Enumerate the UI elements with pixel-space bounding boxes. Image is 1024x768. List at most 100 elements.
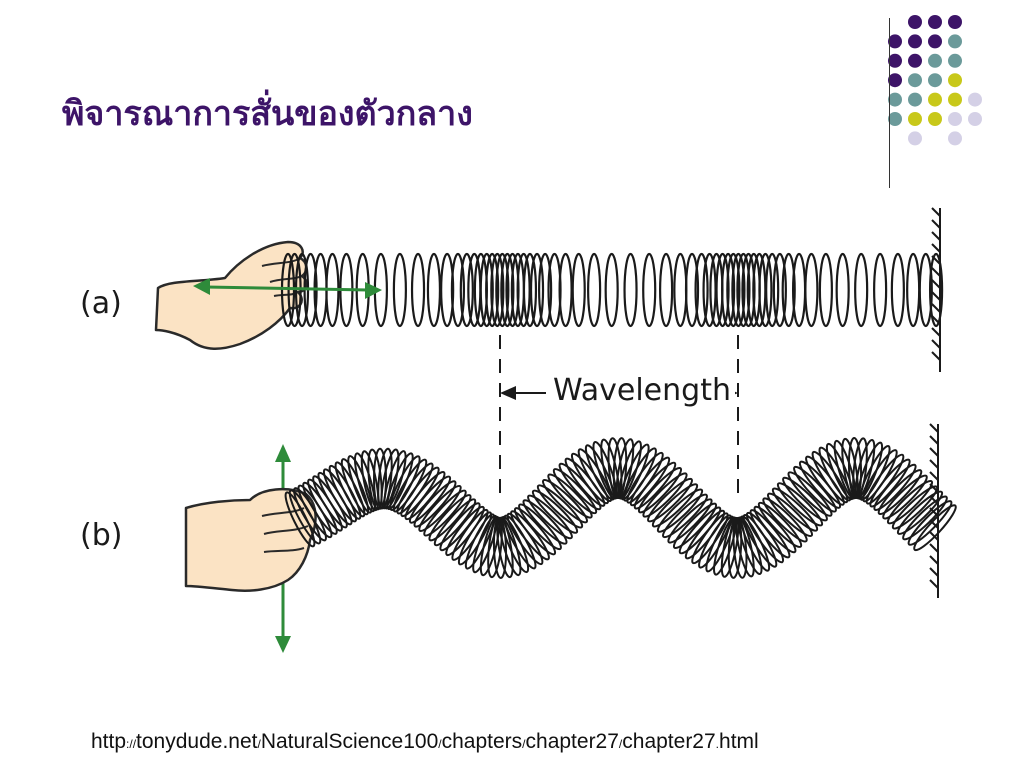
decorative-dot [928, 15, 942, 29]
url-part: chapter27 [525, 730, 619, 753]
spring-coil-icon [284, 437, 957, 579]
coil-loop [835, 252, 850, 328]
coil-loop [705, 515, 735, 573]
coil-loop [757, 501, 803, 548]
wall-icon [931, 207, 941, 372]
decorative-dot [948, 73, 962, 88]
decorative-dot [948, 15, 962, 29]
spring-wave-figure [154, 207, 957, 653]
source-url: http://tonydude.net/NaturalScience100/ch… [91, 728, 759, 758]
coil-loop [782, 476, 828, 522]
coil-loop [340, 458, 370, 516]
decorative-dot [928, 73, 942, 88]
coil-loop [377, 447, 393, 510]
slide-title: พิจารณาการสั่นของตัวกลาง [62, 94, 473, 134]
coil-loop [684, 252, 700, 328]
coil-loop [659, 252, 674, 328]
coil-loop [410, 252, 426, 328]
coil-loop [873, 252, 888, 328]
decorative-dot [928, 92, 942, 107]
wall-hatch [929, 579, 939, 589]
coil-loop [353, 452, 377, 513]
wall-hatch [929, 507, 939, 517]
coil-loop [360, 450, 380, 512]
coil-loop [522, 252, 538, 328]
wall-hatch [931, 303, 941, 313]
wall-hatch [929, 567, 939, 577]
decorative-dot [928, 112, 942, 126]
decorative-dot [888, 92, 902, 107]
wall-hatch [929, 495, 939, 505]
coil-loop [485, 252, 500, 328]
wall-hatch [931, 243, 941, 253]
coil-loop [513, 507, 557, 556]
diagram-label-a: (a) [80, 286, 122, 321]
decorative-dot-grid [888, 15, 982, 146]
coil-loop [873, 463, 917, 511]
wall-hatch [929, 435, 939, 445]
url-part: chapters [441, 730, 523, 753]
coil-loop [552, 468, 598, 515]
wall-hatch [931, 315, 941, 325]
coil-loop [347, 455, 373, 514]
decorative-dot [888, 34, 902, 49]
decorative-dot [908, 131, 922, 146]
wall-hatch [929, 471, 939, 481]
coil-loop [913, 504, 957, 552]
coil-loop [604, 252, 619, 328]
coil-loop [776, 482, 824, 527]
wall-hatch [931, 327, 941, 337]
decorative-dot [948, 131, 962, 146]
coil-loop [472, 514, 498, 574]
coil-loop [906, 252, 921, 328]
decorative-dot [888, 112, 902, 126]
decorative-dot [948, 34, 962, 49]
coil-loop [637, 466, 683, 514]
decorative-dot [888, 53, 902, 68]
wall-hatch [931, 267, 941, 277]
coil-loop [804, 252, 819, 328]
coil-loop [656, 488, 704, 533]
coil-loop [450, 252, 466, 328]
coil-loop [479, 252, 494, 328]
coil-loop [518, 503, 562, 551]
coil-loop [510, 510, 550, 561]
decorative-dot [948, 112, 962, 126]
coil-loop [667, 498, 713, 544]
hand-icon [154, 240, 308, 350]
coil-loop [380, 448, 400, 510]
decorative-dot [968, 112, 982, 126]
url-part: http [91, 730, 127, 753]
url-part: tonydude.net [136, 730, 258, 753]
coil-loop [928, 252, 944, 328]
coil-loop [558, 252, 573, 328]
coil-loop [651, 483, 699, 528]
wavelength-marker [499, 335, 739, 500]
wall-hatch [929, 531, 939, 541]
double-arrow-icon [193, 278, 382, 299]
wall-hatch [931, 339, 941, 349]
wall-hatch [931, 291, 941, 301]
decorative-dot [908, 15, 922, 29]
coil-loop [766, 492, 814, 538]
url-separator: / [618, 737, 623, 751]
coil-loop [383, 450, 407, 510]
wall-hatch [929, 483, 939, 493]
wall-hatch [931, 231, 941, 241]
coil-loop [623, 252, 638, 328]
coil-loop [771, 487, 819, 532]
coil-loop [433, 498, 477, 547]
wall-hatch [929, 447, 939, 457]
url-part: chapter27 [622, 730, 716, 753]
url-part: NaturalScience100 [260, 730, 439, 753]
coil-loop [721, 252, 736, 328]
coil-loop [538, 252, 553, 328]
coil-loop [886, 480, 934, 525]
coil-loop [877, 469, 923, 516]
url-separator: :// [126, 737, 137, 751]
coil-loop [896, 490, 944, 535]
coil-loop [907, 500, 953, 546]
coil-loop [531, 489, 579, 534]
coil-loop [694, 252, 709, 328]
